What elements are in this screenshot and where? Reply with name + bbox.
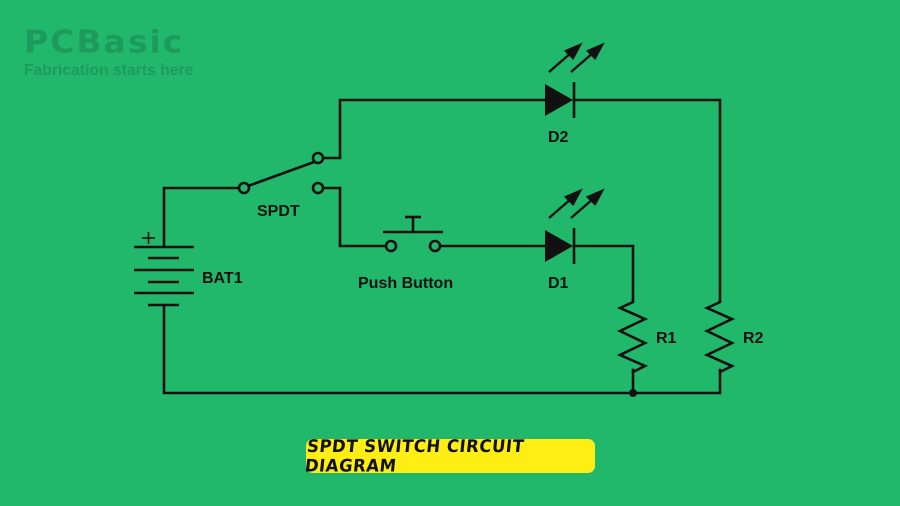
led-d1 — [545, 188, 605, 264]
resistor-r1 — [616, 299, 649, 374]
label-d2: D2 — [548, 129, 569, 146]
label-spdt: SPDT — [257, 203, 300, 220]
brand-tagline: Fabrication starts here — [24, 62, 194, 79]
brand-logo: PCBasic Fabrication starts here — [24, 26, 193, 80]
light-emission-arrows-icon — [548, 188, 605, 219]
push-button — [383, 215, 443, 253]
label-push-button: Push Button — [358, 275, 453, 292]
label-r2: R2 — [743, 330, 764, 347]
spdt-switch — [237, 151, 325, 195]
light-emission-arrows-icon — [548, 42, 605, 73]
wire-d2-to-r2 — [572, 98, 722, 302]
switch-lever — [247, 160, 315, 188]
wire-switch-to-pushbutton — [321, 186, 388, 248]
battery-bat1 — [134, 232, 194, 307]
label-d1: D1 — [548, 275, 569, 292]
switch-common-terminal — [237, 181, 251, 195]
diagram-title-banner: SPDT SWITCH CIRCUIT DIAGRAM — [303, 436, 595, 476]
label-bat1: BAT1 — [202, 270, 243, 287]
brand-name: PCBasic — [24, 23, 185, 61]
resistor-r2 — [703, 299, 736, 374]
wire-d1-to-r1 — [572, 244, 635, 302]
diagram-title: SPDT SWITCH CIRCUIT DIAGRAM — [303, 436, 526, 476]
wire-switch-to-d2 — [321, 98, 547, 160]
switch-throw2-terminal — [311, 181, 325, 195]
wire-battery-to-switch — [162, 186, 241, 248]
led-d2 — [545, 42, 605, 118]
label-r1: R1 — [656, 330, 677, 347]
junction-dot — [629, 389, 637, 397]
wire-ground-return — [162, 303, 722, 395]
switch-throw1-terminal — [311, 151, 325, 165]
